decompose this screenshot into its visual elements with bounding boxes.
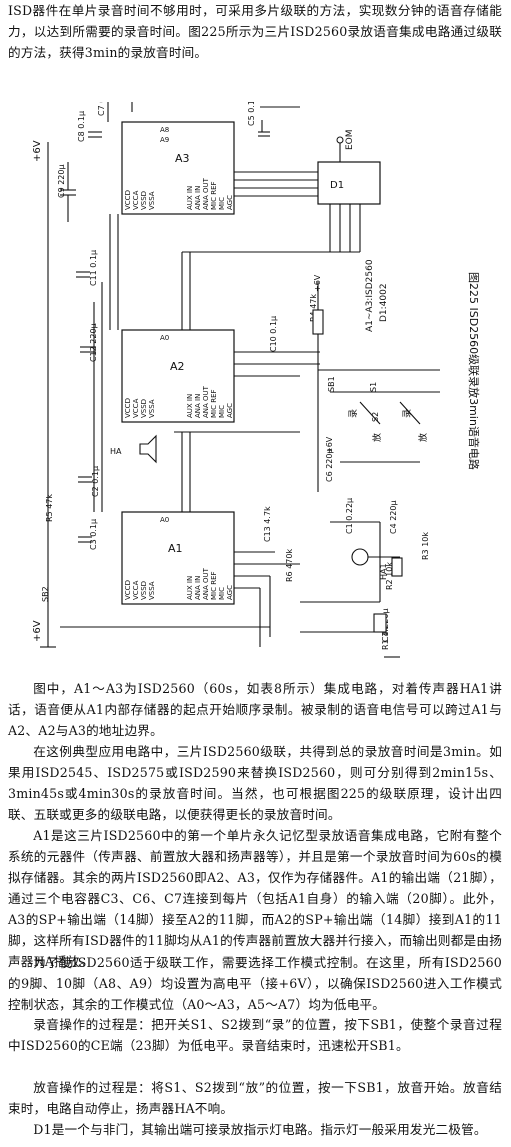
pin-label: MIC REF xyxy=(210,389,218,418)
switch-mark: 录 xyxy=(348,409,359,418)
chip-a1-label: A1 xyxy=(168,542,183,555)
label-c2: C2 0.1μ xyxy=(91,466,100,497)
pin-label: VSSA xyxy=(148,191,156,210)
pin-label: VCCA xyxy=(132,398,140,418)
pin-label: VCCD xyxy=(124,190,132,210)
label-r6: R6 470k xyxy=(285,549,294,582)
pin-label: ANA OUT xyxy=(202,567,210,600)
pin-label: VSSD xyxy=(140,399,148,418)
label-power-3: +6V xyxy=(325,436,334,454)
pin-label: MIC REF xyxy=(210,181,218,210)
label-c11: C11 0.1μ xyxy=(89,250,98,286)
label-c8: C8 0.1μ xyxy=(77,111,86,142)
label-c5: C5 0.1μ xyxy=(247,102,256,126)
paragraph-5: 录音操作的过程是：把开关S1、S2拨到“录”的位置，按下SB1，使整个录音过程中… xyxy=(8,1017,502,1053)
pin-label: VSSD xyxy=(140,191,148,210)
label-c10: C10 0.1μ xyxy=(269,316,278,352)
label-c1: C1 0.22μ xyxy=(345,498,354,534)
paragraph-4: 为了使ISD2560适于级联工作，需要选择工作模式控制。在这里，所有ISD256… xyxy=(8,955,502,1012)
chip-type-note: A1~A3:ISD2560 xyxy=(365,259,375,332)
pin-label: MIC xyxy=(218,587,226,600)
label-c7: C7 0.1μ xyxy=(97,102,106,116)
label-ha1: HA1 xyxy=(379,563,388,580)
chip-a1 xyxy=(121,511,235,605)
addr-pin-label: A9 xyxy=(160,136,169,144)
addr-pin-label: A0 xyxy=(160,334,169,342)
gate-type-note: D1:4002 xyxy=(379,283,389,322)
label-r4: R4 47k xyxy=(309,294,318,322)
pin-label: MIC xyxy=(218,405,226,418)
pin-label: ANA OUT xyxy=(202,385,210,418)
label-c6: C6 220μ xyxy=(325,448,334,482)
switch-mark: 录 xyxy=(402,409,413,418)
label-r1: R1 1k xyxy=(381,627,390,650)
addr-pin-label: A0 xyxy=(160,516,169,524)
power-label-1: +6V xyxy=(32,140,43,162)
switch-mark: 放 xyxy=(417,433,429,442)
pin-label: VCCD xyxy=(124,580,132,600)
pin-label: MIC REF xyxy=(210,571,218,600)
pin-label: ANA OUT xyxy=(202,177,210,210)
pin-label: ANA IN xyxy=(194,576,202,600)
pin-label: AGC xyxy=(226,585,234,600)
label-r2: R2 10k xyxy=(385,562,394,590)
label-sb1: SB1 xyxy=(327,376,336,392)
intro-paragraph: ISD器件在单片录音时间不够用时，可采用多片级联的方法，实现数分钟的语音存储能力… xyxy=(8,3,502,60)
addr-pin-label: A8 xyxy=(160,126,169,134)
label-s1: S1 xyxy=(369,382,378,392)
pin-label: VCCD xyxy=(124,398,132,418)
label-c9: C9 220μ xyxy=(57,164,66,198)
pin-label: AUX IN xyxy=(186,394,194,418)
label-c4: C4 220μ xyxy=(389,500,398,534)
pin-label: AUX IN xyxy=(186,576,194,600)
label-s2: S2 xyxy=(371,412,380,422)
pin-label: ANA IN xyxy=(194,394,202,418)
pin-label: VCCA xyxy=(132,190,140,210)
power-label-2: +6V xyxy=(32,620,43,642)
gate-d1 xyxy=(317,161,381,205)
chip-a2-label: A2 xyxy=(170,360,185,373)
pin-label: VSSA xyxy=(148,399,156,418)
label-c3: C3 0.1μ xyxy=(89,519,98,550)
paragraph-7: D1是一个与非门，其输出端可接录放指示灯电路。指示灯一般采用发光二极管。 xyxy=(33,1122,487,1137)
pin-label: AUX IN xyxy=(186,186,194,210)
paragraph-2: 在这例典型应用电路中，三片ISD2560级联，共得到总的录放音时间是3min。如… xyxy=(8,744,502,822)
pin-label: VCCA xyxy=(132,580,140,600)
pin-label: VSSA xyxy=(148,581,156,600)
speaker-icon xyxy=(139,434,157,464)
label-r5: R5 47k xyxy=(45,494,54,522)
switch-mark: 放 xyxy=(371,433,383,442)
chip-a2 xyxy=(121,329,235,423)
pin-label: VSSD xyxy=(140,581,148,600)
pin-label: ANA IN xyxy=(194,186,202,210)
pin-label: AGC xyxy=(226,403,234,418)
label-ha: HA xyxy=(110,447,122,456)
label-sb2: SB2 xyxy=(41,586,50,602)
paragraph-3: A1是这三片ISD2560中的第一个单片永久记忆型录放语音集成电路，它附有整个系… xyxy=(8,828,502,969)
chip-a3-label: A3 xyxy=(175,152,190,165)
label-c12: C12 220μ xyxy=(89,323,98,362)
paragraph-1: 图中，A1～A3为ISD2560（60s，如表8所示）集成电路，对着传声器HA1… xyxy=(8,681,502,738)
gate-d1-label: D1 xyxy=(330,180,344,191)
pin-label: AGC xyxy=(226,195,234,210)
circuit-schematic: +6V +6V A3 A2 A1 VCCD VCCA VSSD VSSA AUX… xyxy=(32,102,481,658)
label-c13: C13 4.7k xyxy=(263,506,272,542)
chip-a3 xyxy=(121,121,235,215)
pin-label: MIC xyxy=(218,197,226,210)
paragraph-6: 放音操作的过程是：将S1、S2拨到“放”的位置，按一下SB1，放音开始。放音结束… xyxy=(8,1080,502,1116)
label-r3: R3 10k xyxy=(421,532,430,560)
figure-caption: 图225 ISD2560级联录放3min语音电路 xyxy=(467,272,481,470)
eom-label: EOM xyxy=(345,129,355,150)
